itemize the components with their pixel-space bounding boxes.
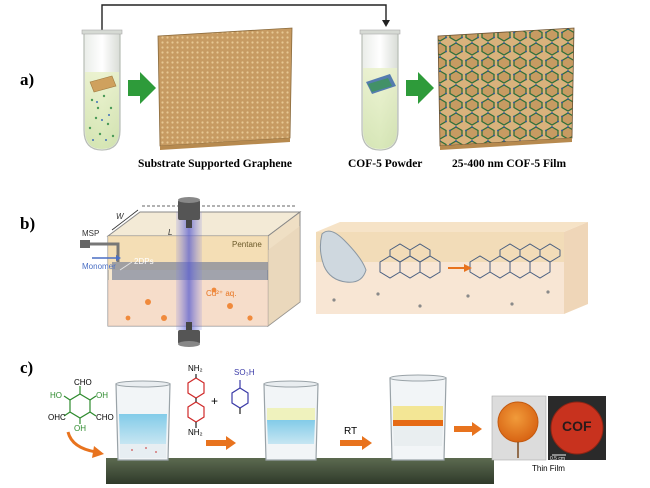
table-surface bbox=[106, 458, 494, 484]
light-beam bbox=[176, 212, 202, 330]
label-cu-aq: Cu²⁺ aq. bbox=[206, 289, 237, 298]
orange-arrow-c3 bbox=[454, 426, 474, 432]
msp-pipe bbox=[88, 242, 120, 262]
panel-c bbox=[63, 374, 606, 484]
label-rt: RT bbox=[344, 426, 358, 437]
label-cof-on-film: COF bbox=[562, 418, 592, 434]
sulfonic-acid-molecule bbox=[231, 380, 249, 414]
curved-arrow-c bbox=[66, 431, 97, 454]
panel-b bbox=[80, 197, 588, 347]
panel-label-b: b) bbox=[20, 214, 36, 233]
droplet bbox=[319, 230, 367, 283]
caption-cof5-powder: COF-5 Powder bbox=[348, 158, 423, 170]
beaker-3 bbox=[389, 374, 447, 461]
label-pentane: Pentane bbox=[232, 240, 262, 249]
bottom-electrode bbox=[178, 322, 200, 347]
test-tube-graphene bbox=[81, 29, 123, 151]
diamine-molecule bbox=[187, 374, 205, 428]
label-ohc: OHC bbox=[48, 413, 66, 422]
label-ho: HO bbox=[50, 391, 62, 400]
label-l: L bbox=[168, 228, 173, 237]
label-cho-top: CHO bbox=[74, 378, 92, 387]
green-arrow-2 bbox=[406, 72, 434, 104]
label-monomer: Monomer bbox=[82, 262, 116, 271]
beaker-2 bbox=[263, 380, 319, 461]
panel-a bbox=[81, 4, 575, 151]
connector-line bbox=[101, 4, 387, 30]
panel-label-c: c) bbox=[20, 358, 34, 377]
label-w: W bbox=[116, 212, 124, 221]
label-scale: 0.5 cm bbox=[550, 456, 566, 462]
label-cho-right: CHO bbox=[96, 413, 114, 422]
interface-slab bbox=[316, 222, 588, 314]
label-oh-bottom: OH bbox=[74, 424, 86, 433]
label-2dps: 2DPs bbox=[134, 257, 154, 266]
thin-film-photo-2 bbox=[548, 396, 606, 460]
caption-cof5-film: 25-400 nm COF-5 Film bbox=[452, 158, 567, 170]
orange-arrow-c1 bbox=[206, 440, 228, 446]
top-electrode bbox=[178, 197, 200, 228]
green-arrow-1 bbox=[128, 72, 156, 104]
graphene-sheet bbox=[157, 27, 293, 150]
panel-label-a: a) bbox=[20, 70, 35, 89]
orange-arrow-c2 bbox=[340, 440, 364, 446]
tank bbox=[106, 205, 302, 327]
caption-graphene: Substrate Supported Graphene bbox=[138, 158, 292, 170]
label-nh2-top: NH₂ bbox=[188, 364, 203, 373]
beaker-1 bbox=[115, 380, 171, 461]
cof5-film-sheet bbox=[437, 27, 575, 150]
aldehyde-molecule bbox=[63, 386, 97, 424]
test-tube-cof5 bbox=[359, 29, 401, 151]
label-oh: OH bbox=[96, 391, 108, 400]
thin-film-photo-1 bbox=[491, 395, 547, 461]
label-so3h: SO₃H bbox=[234, 368, 255, 377]
label-nh2-bottom: NH₂ bbox=[188, 428, 203, 437]
connector-arrowhead bbox=[382, 20, 390, 27]
plus-sign: + bbox=[211, 394, 219, 408]
label-thin-film: Thin Film bbox=[532, 464, 565, 473]
label-msp: MSP bbox=[82, 229, 100, 238]
cu-particles bbox=[125, 287, 253, 321]
